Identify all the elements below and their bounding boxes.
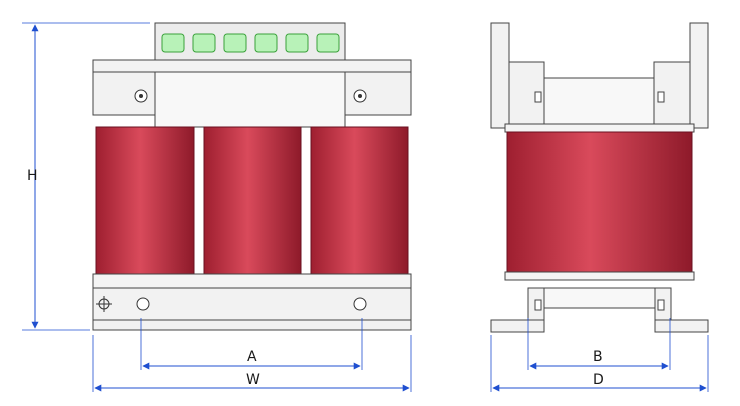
mount-front-label: A [247,349,257,365]
side-top-bracket-right [653,22,709,129]
terminal-block [154,22,346,61]
terminal-screws [161,33,340,53]
mounting-hole-icon [353,297,367,311]
coil-middle [203,126,302,275]
coil-right [310,126,409,275]
dimension-lines [22,22,709,392]
side-top-bracket-left [490,22,545,129]
width-label: W [246,372,260,388]
depth-label: D [593,372,604,388]
center-strap [154,71,346,128]
mounting-hole-icon [136,297,150,311]
dimension-labels: H A W B D [27,168,604,388]
side-view [490,22,709,333]
coil-left [95,126,195,275]
height-label: H [27,168,38,184]
front-view [92,22,412,331]
crosshair-icon [96,296,112,312]
bolt-icon [134,89,148,103]
bolt-icon [353,89,367,103]
mount-side-label: B [593,349,603,365]
coil-side [506,131,693,273]
coils [95,126,409,275]
